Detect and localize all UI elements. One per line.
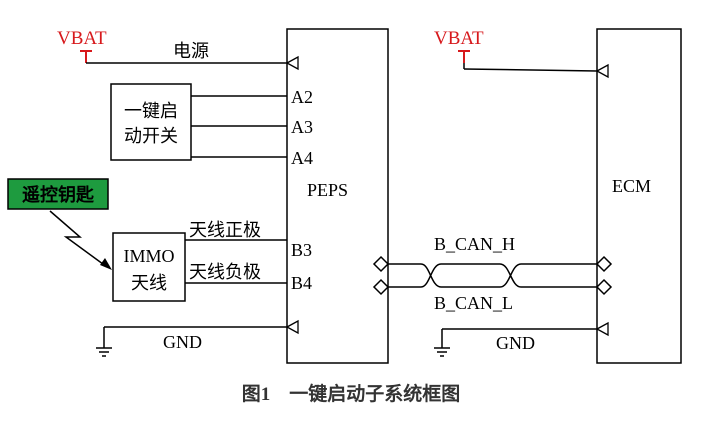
can-h-label: B_CAN_H — [434, 234, 515, 254]
antenna-negative-label: 天线负极 — [189, 262, 261, 282]
pin-a3: A3 — [291, 117, 313, 137]
can-connector-terminals — [372, 255, 613, 296]
pin-b4: B4 — [291, 273, 312, 293]
vbat-left-symbol — [80, 50, 92, 63]
gnd-left-arrow — [285, 319, 299, 335]
antenna-positive-label: 天线正极 — [189, 220, 261, 240]
pin-a2: A2 — [291, 87, 313, 107]
can-twisted-pair — [388, 263, 597, 288]
power-label: 电源 — [173, 41, 209, 61]
peps-label: PEPS — [307, 180, 348, 200]
gnd-right-arrow — [595, 321, 609, 337]
can-l-label: B_CAN_L — [434, 293, 513, 313]
gnd-right-label: GND — [496, 333, 535, 353]
remote-key-label: 遥控钥匙 — [22, 184, 95, 205]
ground-left-symbol — [96, 327, 112, 357]
immo-label-line2: 天线 — [131, 273, 167, 293]
gnd-left-label: GND — [163, 332, 202, 352]
wireless-signal-arrow — [100, 258, 112, 270]
remote-key-box — [7, 178, 109, 210]
antenna-wires — [185, 239, 287, 284]
power-input-arrow — [285, 55, 299, 71]
ground-right-symbol — [434, 329, 450, 357]
peps-block — [286, 28, 389, 364]
switch-wires — [191, 95, 287, 158]
ecm-label: ECM — [612, 176, 651, 196]
vbat-left-label: VBAT — [57, 28, 107, 49]
ecm-power-arrow — [595, 63, 609, 79]
vbat-right-symbol — [458, 50, 470, 63]
ecm-power-wire — [463, 68, 598, 72]
pin-a4: A4 — [291, 148, 313, 168]
start-switch-label-line1: 一键启 — [124, 101, 178, 121]
wireless-signal-line — [49, 210, 108, 268]
immo-label-line1: IMMO — [123, 246, 174, 266]
start-switch-label-line2: 动开关 — [124, 126, 178, 146]
ecm-block — [596, 28, 682, 364]
immo-antenna-block — [112, 232, 186, 302]
figure-caption: 图1 一键启动子系统框图 — [242, 382, 461, 405]
start-switch-block — [110, 83, 192, 161]
pin-b3: B3 — [291, 240, 312, 260]
vbat-right-label: VBAT — [434, 28, 484, 49]
